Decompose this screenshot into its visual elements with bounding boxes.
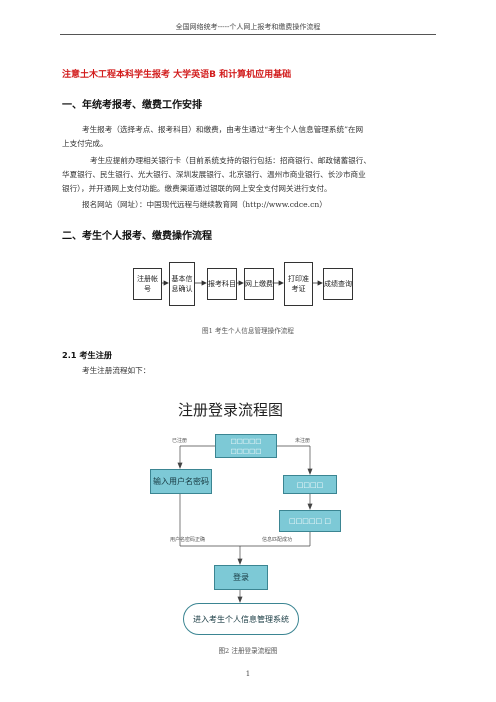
document-title: 注意土木工程本科学生报考 大学英语B 和计算机应用基础 [62, 70, 292, 80]
enter-system-box: 进入考生个人信息管理系统 [183, 603, 299, 635]
section2-heading: 二、考生个人报考、缴费操作流程 [62, 231, 212, 242]
diagram-right-box-2: □□□□□ □ [279, 510, 341, 532]
figure1-caption: 图1 考生个人信息管理操作流程 [201, 327, 294, 335]
subsection-text: 考生注册流程如下： [82, 366, 151, 375]
label-unregistered: 未注册 [295, 438, 311, 444]
diagram-right-box-1: □□□□ [283, 475, 337, 494]
diagram-title: 注册登录流程图 [178, 401, 284, 419]
figure2-caption: 图2 注册登录流程图 [218, 647, 278, 655]
section1-para2-line1: 考生应提前办理相关银行卡（目前系统支持的银行包括：招商银行、邮政储蓄银行、 [90, 156, 371, 165]
section1-para2-line2: 华夏银行、民生银行、光大银行、深圳发展银行、北京银行、温州市商业银行、长沙市商业 [62, 170, 366, 179]
flow-step-select-subject: 报考科目 [207, 268, 237, 300]
subsection-heading: 2.1 考生注册 [62, 350, 113, 360]
flow-step-info-confirm: 基本信息确认 [169, 262, 195, 306]
section1-heading: 一、年统考报考、缴费工作安排 [62, 100, 202, 111]
section1-para1-line1: 考生报考（选择考点、报考科目）和缴费，由考生通过“考生个人信息管理系统”在网 [82, 125, 364, 134]
section1-para1-line2: 上支付完成。 [62, 139, 108, 148]
header-divider [60, 34, 436, 35]
flow-step-print-ticket: 打印准考证 [284, 262, 313, 306]
page-header: 全国网络统考-----个人网上报考和缴费操作流程 [175, 23, 321, 31]
login-box: 登录 [214, 565, 268, 590]
label-registered: 已注册 [172, 438, 188, 444]
flow-step-online-payment: 网上缴费 [244, 268, 274, 300]
section1-website: 报名网站（网址）：中国现代远程与继续教育网（http://www.cdce.cn… [82, 200, 327, 209]
label-match-success: 信息匹配成功 [262, 537, 293, 543]
section1-para2-line3: 银行），并开通网上支付功能。缴费渠道通过银联的网上安全支付网关进行支付。 [62, 184, 332, 193]
input-credentials-box: 输入用户名密码 [150, 469, 212, 494]
flow-step-register: 注册帐号 [133, 268, 162, 300]
page-number: 1 [245, 670, 251, 678]
diagram-entry-box: □□□□□ □□□□□ [215, 434, 277, 458]
flow-step-score-query: 成绩查询 [323, 268, 353, 300]
label-credentials-correct: 用户名密码正确 [170, 537, 206, 543]
